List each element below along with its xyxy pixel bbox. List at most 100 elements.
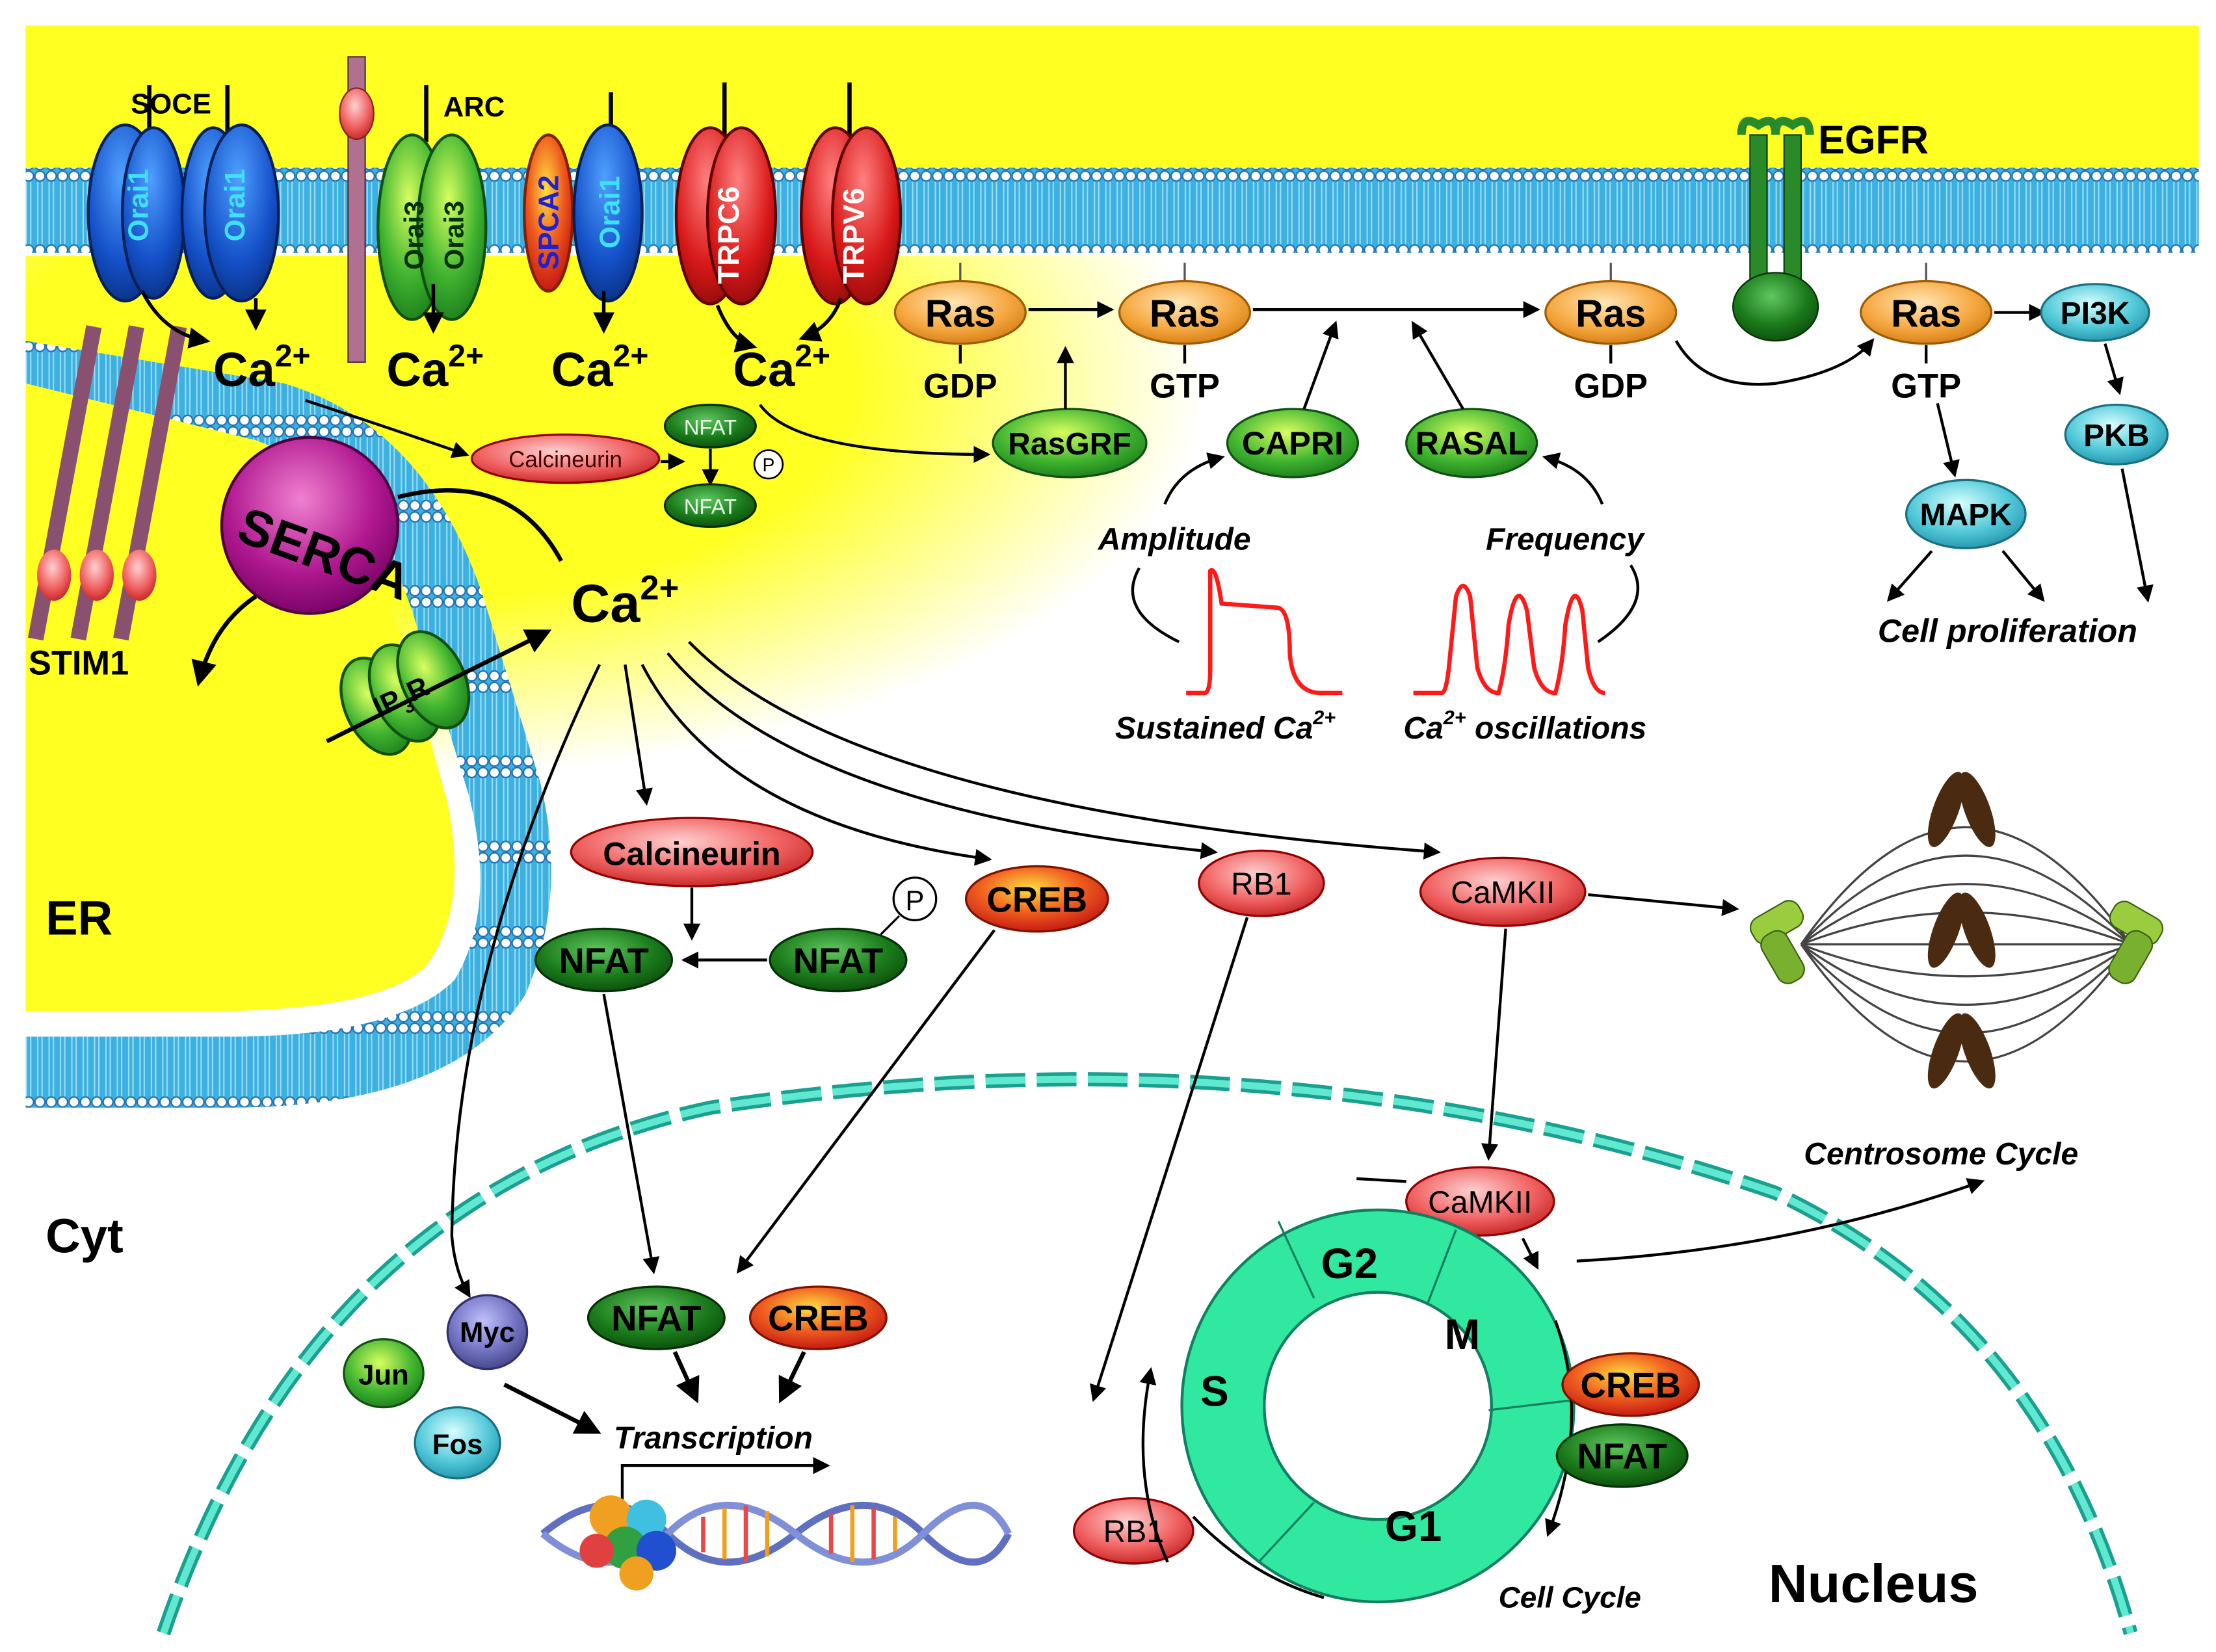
soce-label: SOCE [131, 88, 211, 120]
cyt-label: Cyt [46, 1209, 124, 1263]
camkii-node-1: CaMKII [1419, 856, 1587, 927]
nfat-node-1: NFAT [534, 927, 674, 993]
svg-text:GDP: GDP [923, 368, 997, 406]
jun-node: Jun [343, 1338, 425, 1409]
svg-text:GTP: GTP [1891, 368, 1961, 406]
svg-text:CaMKII: CaMKII [1451, 876, 1555, 910]
svg-text:Orai3: Orai3 [399, 201, 429, 270]
orai1-channel-1: Orai1 [86, 85, 187, 303]
svg-text:CREB: CREB [1580, 1365, 1681, 1405]
channel-arrows [140, 283, 843, 353]
cell-cycle-label: Cell Cycle [1499, 1580, 1641, 1614]
svg-text:Ras: Ras [1891, 293, 1961, 335]
pi3k-node: PI3K [2040, 283, 2150, 342]
extracellular-space [25, 25, 2199, 185]
pkb-node: PKB [2064, 403, 2169, 465]
svg-text:RasGRF: RasGRF [1008, 427, 1131, 462]
ca-downstream-arrows [450, 640, 1441, 1298]
phase-m: M [1445, 1311, 1481, 1358]
creb-node-2: CREB [1561, 1352, 1700, 1417]
stim1-proteins [28, 56, 375, 641]
nucleus-label: Nucleus [1769, 1553, 1979, 1614]
dna-helix [540, 1495, 1012, 1591]
ca-arc: Ca2+ [386, 339, 484, 397]
svg-text:NFAT: NFAT [1577, 1437, 1667, 1476]
ca-trp: Ca2+ [733, 339, 830, 397]
calcineurin-node-small: Calcineurin [470, 433, 661, 484]
svg-text:Calcineurin: Calcineurin [508, 447, 622, 473]
orai1-channel-2: Orai1 [180, 85, 280, 303]
mapk-node: MAPK [1905, 479, 2027, 549]
creb-node-1: CREB [964, 865, 1109, 933]
nfat-small: NFAT [663, 483, 757, 529]
svg-text:SPCA2: SPCA2 [533, 175, 565, 270]
trpv6-channel: TRPV6 [800, 82, 903, 306]
cell-proliferation-label: Cell proliferation [1878, 612, 2137, 649]
svg-text:NFAT: NFAT [559, 941, 648, 980]
ca-cytosolic: Ca2+ [571, 570, 679, 634]
svg-text:NFAT: NFAT [684, 415, 737, 439]
svg-text:TRPC6: TRPC6 [711, 187, 745, 284]
creb-node-3: CREB [748, 1285, 888, 1350]
sustained-ca-label: Sustained Ca2+ [1115, 707, 1336, 746]
calcium-oscillations-trace [1413, 583, 1605, 696]
trpc6-channel: TRPC6 [674, 82, 778, 306]
svg-text:Ras: Ras [1150, 293, 1220, 335]
svg-text:Orai3: Orai3 [438, 201, 469, 270]
ca-oscillations-label: Ca2+ oscillations [1403, 707, 1646, 746]
centrosome-cycle-label: Centrosome Cycle [1804, 1137, 2078, 1172]
er-membrane [25, 341, 551, 1108]
svg-text:MAPK: MAPK [1920, 498, 2012, 532]
svg-text:Ras: Ras [925, 293, 996, 335]
amplitude-label: Amplitude [1098, 522, 1251, 557]
svg-text:CaMKII: CaMKII [1428, 1185, 1532, 1220]
myc-node: Myc [446, 1294, 529, 1370]
rasgrf-node: RasGRF [992, 408, 1148, 479]
phase-s: S [1200, 1367, 1229, 1415]
camkii-node-2: CaMKII [1405, 1166, 1555, 1237]
svg-text:Orai1: Orai1 [219, 169, 251, 242]
svg-text:Orai1: Orai1 [122, 169, 154, 242]
ras-gdp-1: Ras GDP [893, 263, 1027, 406]
svg-text:CREB: CREB [768, 1299, 869, 1339]
transcription-label: Transcription [614, 1421, 813, 1456]
serca-pump [220, 436, 400, 615]
centrosome-left [1749, 900, 1805, 984]
ras-gdp-2: Ras GDP [1544, 263, 1678, 406]
phase-g2: G2 [1321, 1240, 1378, 1287]
cell-cycle-wheel [1180, 1208, 1576, 1604]
svg-text:P: P [905, 885, 924, 917]
nfat-phospho-node: NFAT P [769, 876, 938, 993]
ras-gtp-2: Ras GTP [1860, 263, 1993, 406]
stim1-label: STIM1 [29, 645, 129, 683]
calcineurin-node: Calcineurin [570, 817, 814, 887]
svg-text:RB1: RB1 [1231, 867, 1291, 902]
svg-text:Orai1: Orai1 [594, 176, 626, 249]
svg-text:Myc: Myc [460, 1317, 515, 1348]
ca-soce: Ca2+ [213, 339, 311, 397]
orai3-channel: Orai3 Orai3 [376, 85, 488, 321]
frequency-label: Frequency [1486, 522, 1645, 557]
egfr-receptor [1732, 116, 1819, 342]
chromosomes [1927, 772, 1996, 1089]
er-label: ER [46, 891, 112, 945]
svg-text:TRPV6: TRPV6 [836, 188, 870, 284]
nfat-node-3: NFAT [1555, 1423, 1689, 1488]
svg-text:CREB: CREB [986, 880, 1087, 919]
arc-label: ARC [443, 91, 505, 123]
svg-text:NFAT: NFAT [611, 1299, 701, 1339]
spca2-orai1-complex: SPCA2 Orai1 [523, 92, 644, 303]
svg-text:Calcineurin: Calcineurin [603, 835, 780, 872]
ca-spca2: Ca2+ [551, 339, 649, 397]
capri-node: CAPRI [1226, 408, 1360, 479]
svg-text:NFAT: NFAT [684, 495, 737, 519]
svg-text:NFAT: NFAT [793, 941, 883, 980]
svg-text:Fos: Fos [432, 1429, 483, 1461]
svg-text:PKB: PKB [2083, 419, 2149, 453]
svg-text:RASAL: RASAL [1416, 425, 1528, 462]
ras-gtp-1: Ras GTP [1118, 263, 1252, 406]
svg-text:Jun: Jun [358, 1359, 409, 1391]
svg-text:GDP: GDP [1574, 368, 1648, 406]
